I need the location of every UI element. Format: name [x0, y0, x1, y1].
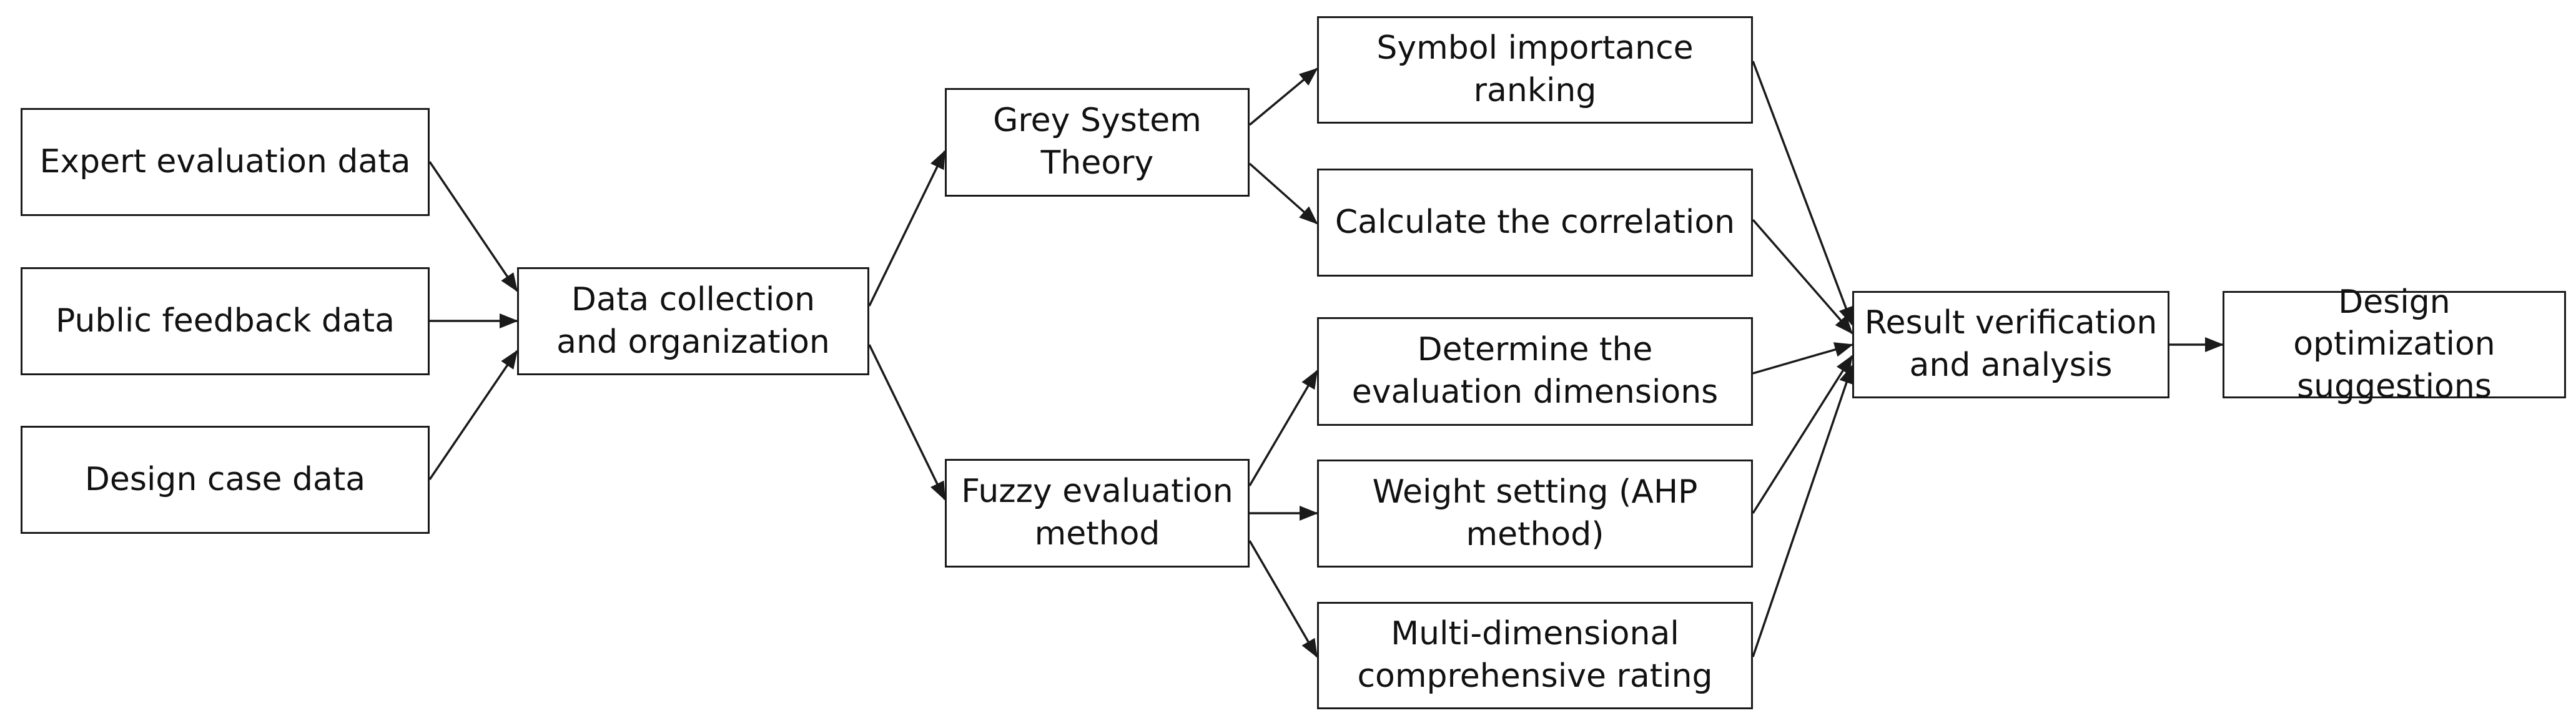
arrow-correlation-to-result — [1752, 219, 1853, 335]
arrow-weight-to-result — [1752, 355, 1853, 514]
node-label: Calculate the correlation — [1335, 203, 1735, 241]
arrow-grey-to-symbol — [1248, 67, 1318, 126]
node-label: Public feedback data — [56, 302, 395, 340]
arrow-case-to-collect — [428, 350, 518, 480]
arrow-collect-to-grey — [868, 150, 946, 307]
public-feedback-data-box: Public feedback data — [21, 267, 430, 375]
arrow-dimensions-to-result — [1752, 342, 1853, 375]
arrow-expert-to-collect — [428, 161, 518, 292]
expert-evaluation-data-box: Expert evaluation data — [21, 108, 430, 216]
arrow-collect-to-fuzzy — [868, 344, 946, 501]
design-case-data-box: Design case data — [21, 426, 430, 534]
node-label: Design case data — [84, 460, 366, 498]
arrow-symbol-to-result — [1752, 61, 1853, 326]
arrow-multi-to-result — [1752, 365, 1854, 657]
node-label: Expert evaluation data — [39, 142, 411, 180]
arrow-fuzzy-to-dimensions — [1248, 370, 1318, 486]
arrow-fuzzy-to-multi — [1248, 540, 1318, 658]
calculate-correlation-box: Calculate the correlation — [1317, 169, 1753, 277]
arrow-grey-to-correlation — [1248, 162, 1318, 225]
